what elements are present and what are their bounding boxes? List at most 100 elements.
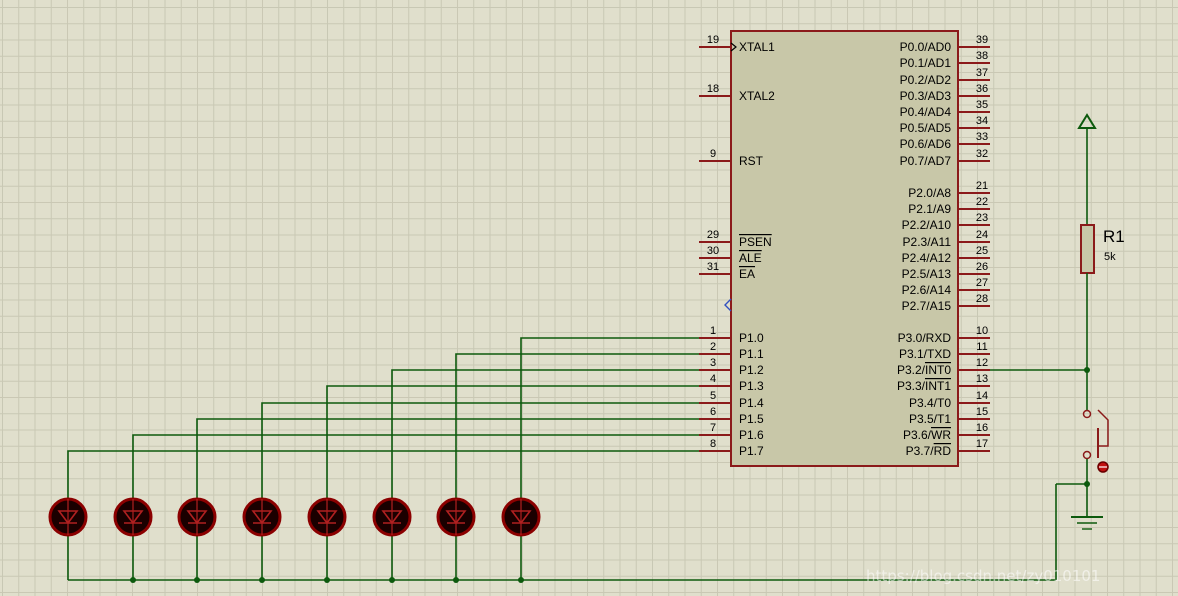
junction-dot xyxy=(518,577,524,583)
power-terminal[interactable] xyxy=(1077,113,1097,225)
junction-dot xyxy=(130,577,136,583)
pin-number: 17 xyxy=(976,438,988,450)
wire-p1-3 xyxy=(326,385,699,500)
pin-name: P1.0 xyxy=(739,331,764,345)
button-actuator xyxy=(1097,409,1109,447)
led-8[interactable] xyxy=(501,497,541,583)
pin-name: P3.1/TXD xyxy=(899,347,951,361)
mcu-body xyxy=(730,30,959,467)
pin-name: XTAL1 xyxy=(739,40,775,54)
pin-number: 35 xyxy=(976,99,988,111)
pin-number: 15 xyxy=(976,406,988,418)
pin-number: 14 xyxy=(976,390,988,402)
interrupt-net xyxy=(990,273,1090,410)
led-1[interactable] xyxy=(48,497,88,580)
wire-p1-7 xyxy=(67,450,699,500)
led-6[interactable] xyxy=(372,497,412,583)
pin-name: P0.4/AD4 xyxy=(900,105,952,119)
pin-name: ALE xyxy=(739,251,762,265)
pin-number: 37 xyxy=(976,67,988,79)
pin-number: 11 xyxy=(976,341,987,353)
pin-name: EA xyxy=(739,267,755,281)
pin-number: 10 xyxy=(976,325,988,337)
pin-name: P0.3/AD3 xyxy=(900,89,952,103)
resistor-body xyxy=(1080,224,1095,274)
resistor-r1[interactable]: R1 5k xyxy=(1080,224,1125,274)
pin-name: P0.7/AD7 xyxy=(900,154,952,168)
pin-number: 26 xyxy=(976,261,988,273)
pin-name: P2.4/A12 xyxy=(902,251,952,265)
pin-name: P2.2/A10 xyxy=(902,218,952,232)
wire-p1-6 xyxy=(132,434,699,500)
wire-p1-0 xyxy=(520,337,699,500)
pin-number: 13 xyxy=(976,373,988,385)
pin-name: P1.5 xyxy=(739,412,764,426)
push-button[interactable] xyxy=(1082,409,1109,473)
pin-number: 28 xyxy=(976,293,988,305)
led-3[interactable] xyxy=(177,497,217,583)
led-5[interactable] xyxy=(307,497,347,583)
pin-name: P3.6/WR xyxy=(903,428,951,442)
mcu-right-pins: 39P0.0/AD038P0.1/AD137P0.2/AD236P0.3/AD3… xyxy=(897,34,990,458)
pin-name: P3.5/T1 xyxy=(909,412,951,426)
pin-name: P0.6/AD6 xyxy=(900,137,952,151)
pin-number: 18 xyxy=(707,83,719,95)
pin-number: 38 xyxy=(976,50,988,62)
pin-number: 2 xyxy=(710,341,716,353)
pin-name: P2.3/A11 xyxy=(903,235,952,249)
pin-number: 16 xyxy=(976,422,988,434)
pin-number: 27 xyxy=(976,277,988,289)
pin-number: 32 xyxy=(976,148,988,160)
wire-p1-1 xyxy=(455,353,699,500)
led-2[interactable] xyxy=(113,497,153,583)
ground-terminal[interactable] xyxy=(1055,459,1103,580)
pin-name: P1.7 xyxy=(739,444,764,458)
led-4[interactable] xyxy=(242,497,282,583)
wire-p1-2 xyxy=(391,369,699,500)
led-7[interactable] xyxy=(436,497,476,583)
pin-number: 25 xyxy=(976,245,988,257)
led-array xyxy=(48,497,541,583)
